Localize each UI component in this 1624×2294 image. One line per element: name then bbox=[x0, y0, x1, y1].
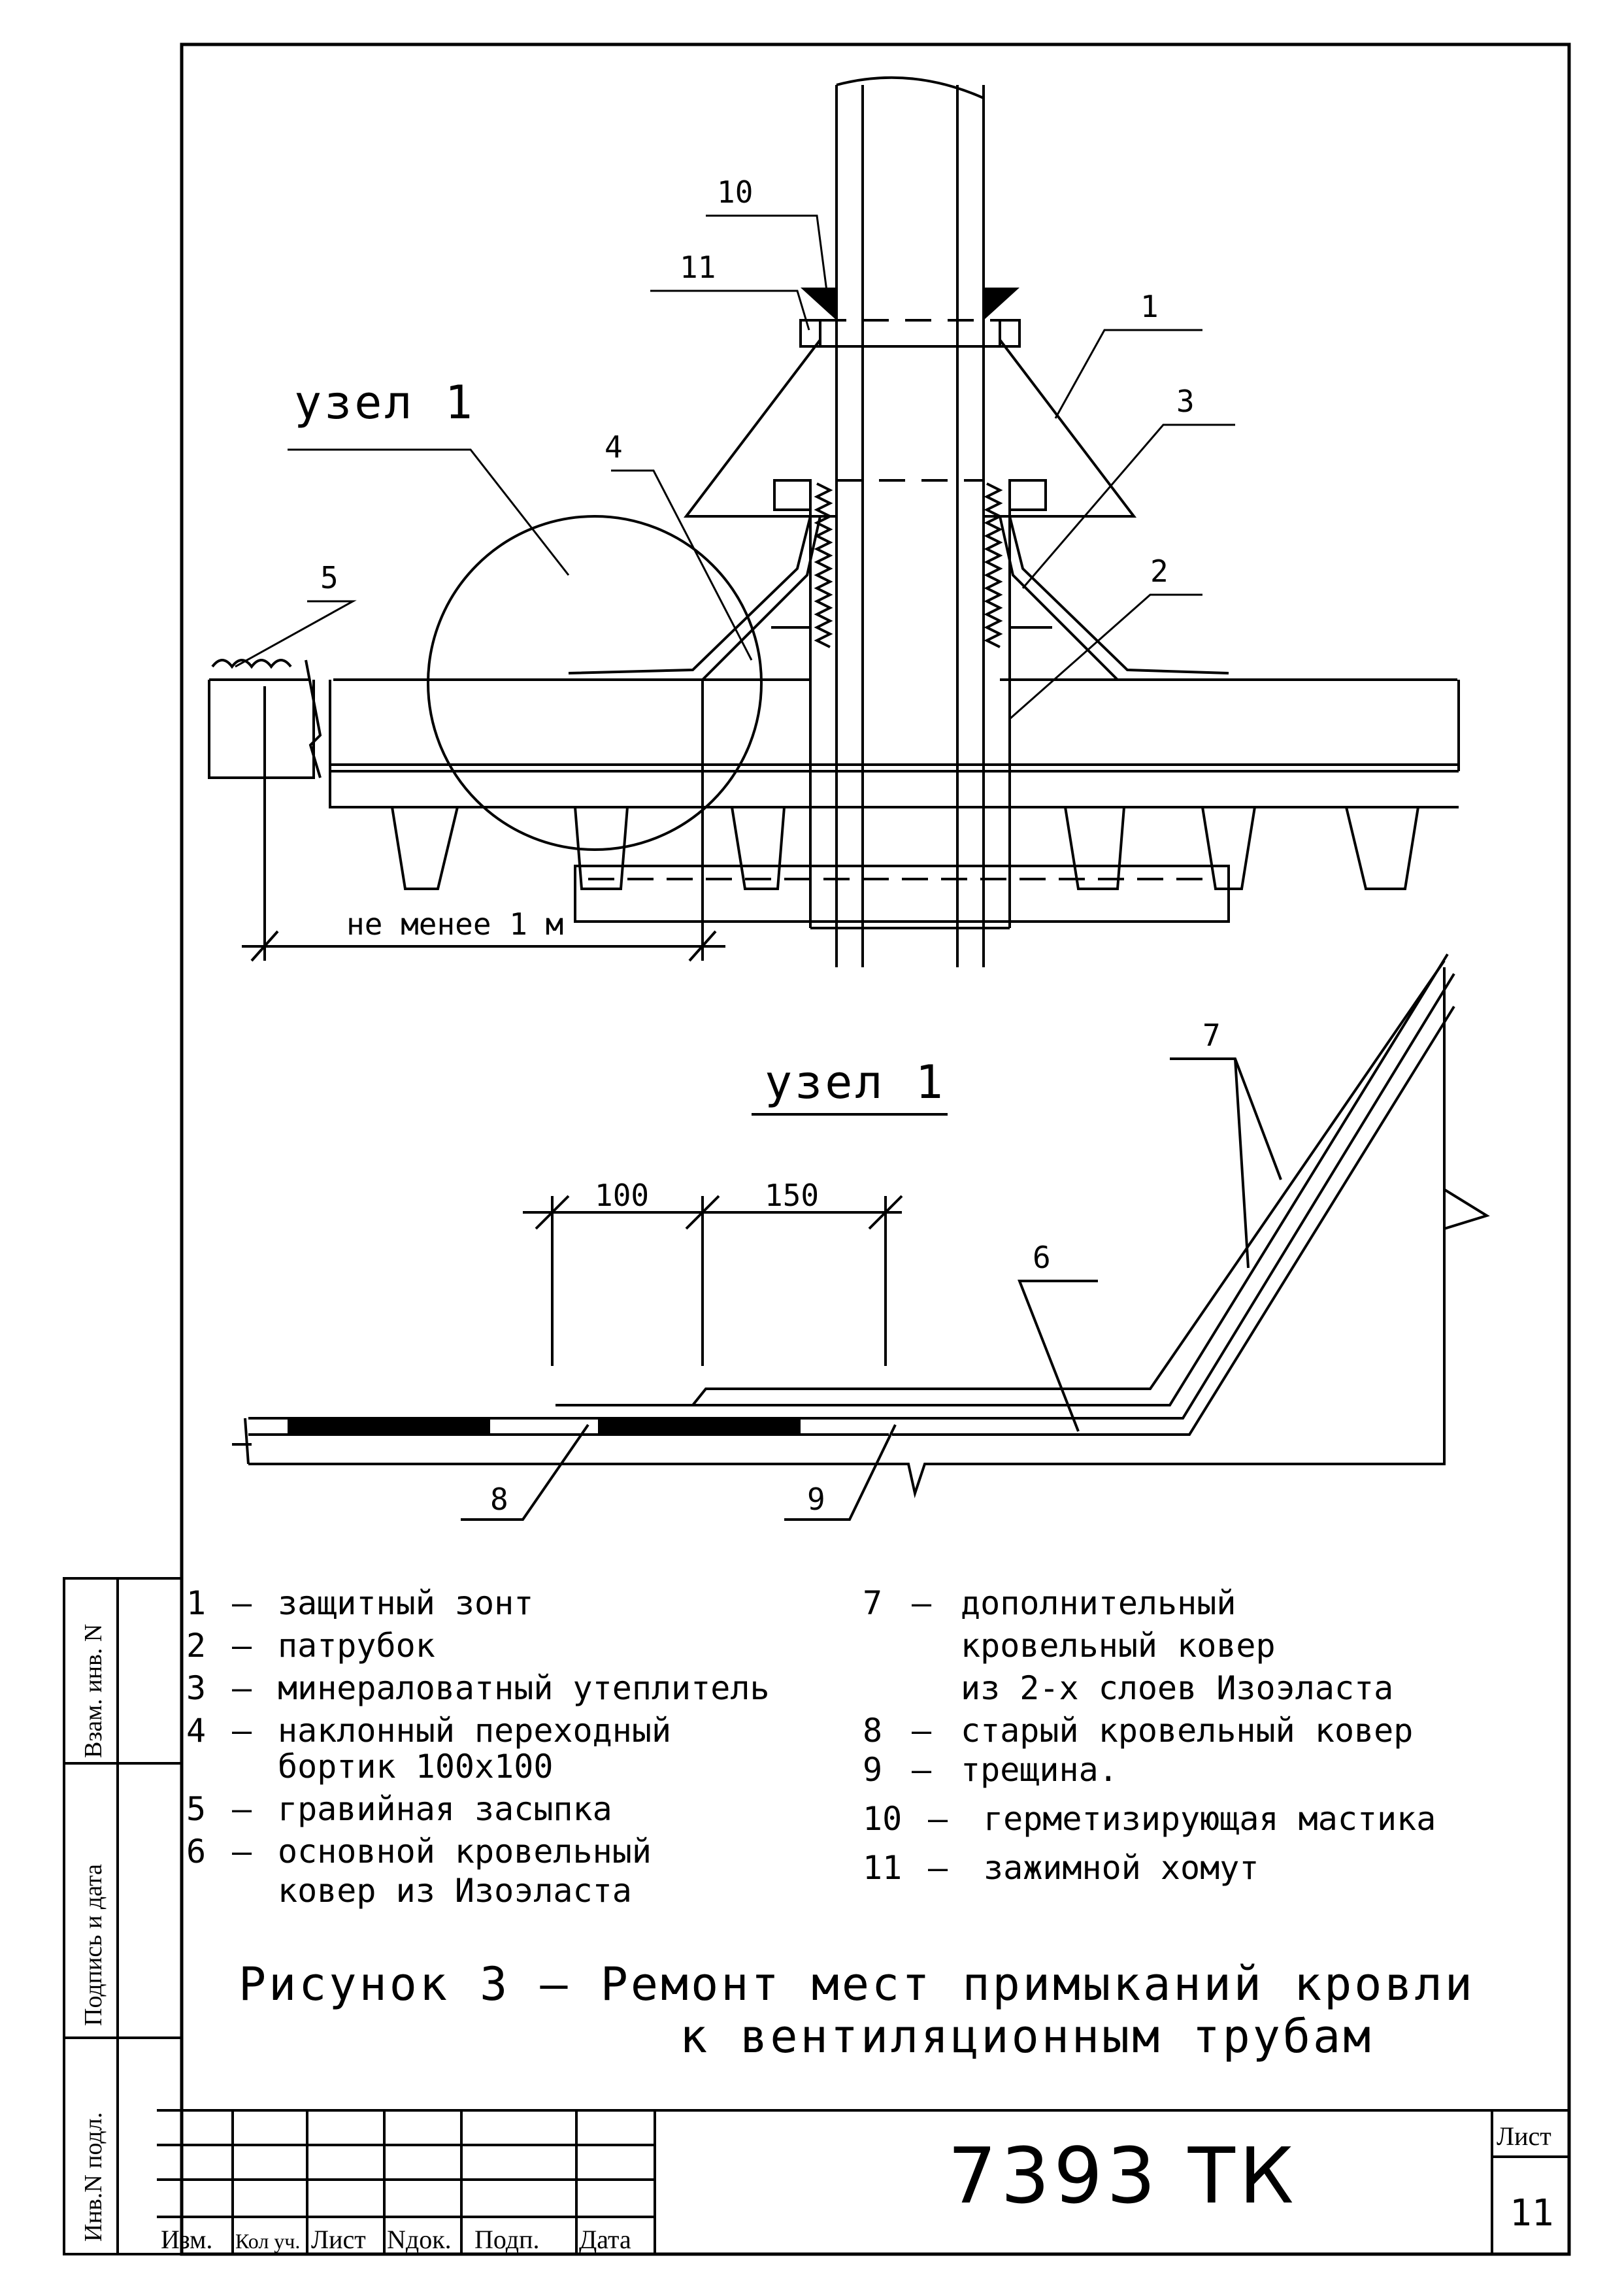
side-stamp bbox=[63, 1577, 183, 2255]
legend-dash: – bbox=[232, 1627, 252, 1665]
node-label-detail: узел 1 bbox=[765, 1056, 946, 1109]
legend-item-text: основной кровельный bbox=[278, 1833, 652, 1870]
legend-item-num: 7 bbox=[863, 1584, 882, 1622]
sealant-mastic-left bbox=[801, 288, 837, 320]
callout-7: 7 bbox=[1202, 1018, 1221, 1053]
legend-item-num: 3 bbox=[186, 1669, 206, 1707]
legend-item-num: 10 bbox=[863, 1800, 902, 1838]
legend-item-text: из 2-х слоев Изоэласта bbox=[961, 1669, 1393, 1707]
node-label-top: узел 1 bbox=[294, 376, 475, 429]
figure-caption-line2: к вентиляционным трубам bbox=[680, 2010, 1373, 2063]
sheet-number: 11 bbox=[1510, 2192, 1553, 2235]
legend-dash: – bbox=[928, 1800, 948, 1838]
legend-item-text: герметизирующая мастика bbox=[984, 1800, 1436, 1838]
legend-item-text: кровельный ковер bbox=[961, 1627, 1276, 1665]
side-stamp-replaced-inv: Взам. инв. N bbox=[80, 1624, 107, 1758]
legend-item-text: защитный зонт bbox=[278, 1584, 533, 1622]
legend-item-text: бортик 100х100 bbox=[278, 1748, 553, 1786]
legend-item-text: ковер из Изоэласта bbox=[278, 1872, 632, 1910]
callout-8: 8 bbox=[490, 1482, 508, 1517]
legend-item-text: старый кровельный ковер bbox=[961, 1712, 1413, 1750]
legend-item-num: 1 bbox=[186, 1584, 206, 1622]
stamp-col-ndok: Nдок. bbox=[387, 2225, 452, 2254]
callout-2: 2 bbox=[1150, 554, 1168, 589]
legend-dash: – bbox=[232, 1712, 252, 1750]
legend-dash: – bbox=[912, 1584, 932, 1622]
legend-item-text: наклонный переходный bbox=[278, 1712, 671, 1750]
legend-dash: – bbox=[232, 1833, 252, 1870]
stamp-col-podp: Подп. bbox=[474, 2225, 540, 2254]
legend-dash: – bbox=[912, 1751, 932, 1789]
legend-item-num: 4 bbox=[186, 1712, 206, 1750]
stamp-col-data: Дата bbox=[579, 2225, 631, 2254]
dim-100: 100 bbox=[595, 1178, 649, 1213]
legend-dash: – bbox=[232, 1669, 252, 1707]
side-stamp-signature-date: Подпись и дата bbox=[80, 1864, 107, 2026]
legend-item-num: 2 bbox=[186, 1627, 206, 1665]
legend-item-text: гравийная засыпка bbox=[278, 1790, 612, 1828]
drawing-frame bbox=[180, 42, 1571, 2256]
legend-right: 7 – дополнительный кровельный ковер из 2… bbox=[863, 1584, 1436, 1887]
stamp-col-kol-uch: Кол уч. bbox=[235, 2229, 300, 2253]
legend-item-text: минераловатный утеплитель bbox=[278, 1669, 770, 1707]
sheet-label: Лист bbox=[1497, 2121, 1551, 2151]
callout-1: 1 bbox=[1140, 289, 1159, 324]
legend-item-text: патрубок bbox=[278, 1627, 435, 1665]
old-carpet-strip-1 bbox=[288, 1420, 490, 1434]
title-block bbox=[157, 2109, 1569, 2254]
node-detail bbox=[232, 953, 1490, 1521]
dim-150: 150 bbox=[765, 1178, 819, 1213]
document-code: 7393 ТК bbox=[948, 2131, 1298, 2221]
legend-dash: – bbox=[232, 1790, 252, 1828]
dimension-min-1m: не менее 1 м bbox=[346, 906, 563, 942]
legend-left: 1 – защитный зонт 2 – патрубок 3 – минер… bbox=[186, 1584, 770, 1910]
legend-item-num: 9 bbox=[863, 1751, 882, 1789]
stamp-col-izm: Изм. bbox=[161, 2225, 212, 2254]
callout-11: 11 bbox=[680, 250, 716, 285]
section-view bbox=[208, 76, 1460, 967]
callout-10: 10 bbox=[717, 175, 753, 210]
callout-leaders-top bbox=[235, 214, 1235, 720]
stamp-col-list: Лист bbox=[311, 2225, 366, 2254]
legend-item-num: 11 bbox=[863, 1849, 902, 1887]
legend-item-text: трещина. bbox=[961, 1751, 1118, 1789]
side-stamp-inv-original: Инв.N подл. bbox=[80, 2112, 107, 2242]
callout-4: 4 bbox=[605, 429, 623, 465]
legend-dash: – bbox=[912, 1712, 932, 1750]
callout-5: 5 bbox=[320, 560, 339, 595]
legend-item-text: дополнительный bbox=[961, 1584, 1236, 1622]
legend-item-num: 8 bbox=[863, 1712, 882, 1750]
legend-item-num: 6 bbox=[186, 1833, 206, 1870]
callout-9: 9 bbox=[807, 1482, 825, 1517]
legend-item-num: 5 bbox=[186, 1790, 206, 1828]
old-carpet-strip-2 bbox=[598, 1420, 801, 1434]
callout-6: 6 bbox=[1033, 1240, 1051, 1275]
legend-item-text: зажимной хомут bbox=[984, 1849, 1259, 1887]
legend-dash: – bbox=[928, 1849, 948, 1887]
legend-dash: – bbox=[232, 1584, 252, 1622]
callout-3: 3 bbox=[1176, 384, 1195, 419]
figure-caption-line1: Рисунок 3 – Ремонт мест примыканий кровл… bbox=[239, 1957, 1475, 2011]
sealant-mastic-right bbox=[984, 288, 1019, 320]
